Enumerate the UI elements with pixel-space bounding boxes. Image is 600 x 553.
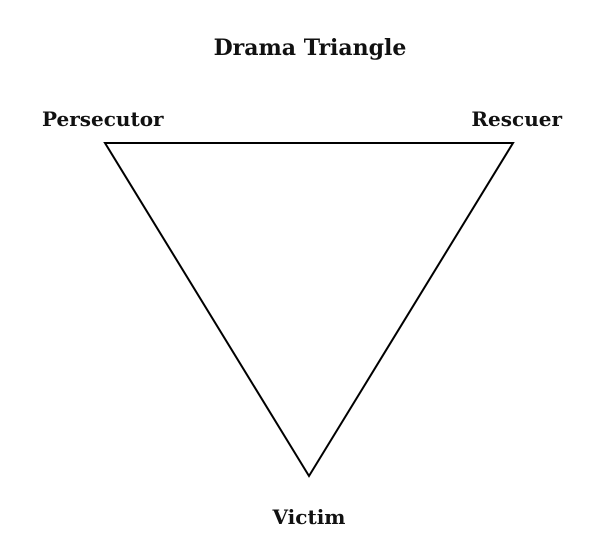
node-label-persecutor: Persecutor — [42, 107, 164, 131]
node-label-victim: Victim — [272, 505, 346, 529]
diagram-title: Drama Triangle — [213, 35, 407, 61]
drama-triangle-shape — [103, 142, 515, 478]
node-label-rescuer: Rescuer — [471, 107, 562, 131]
